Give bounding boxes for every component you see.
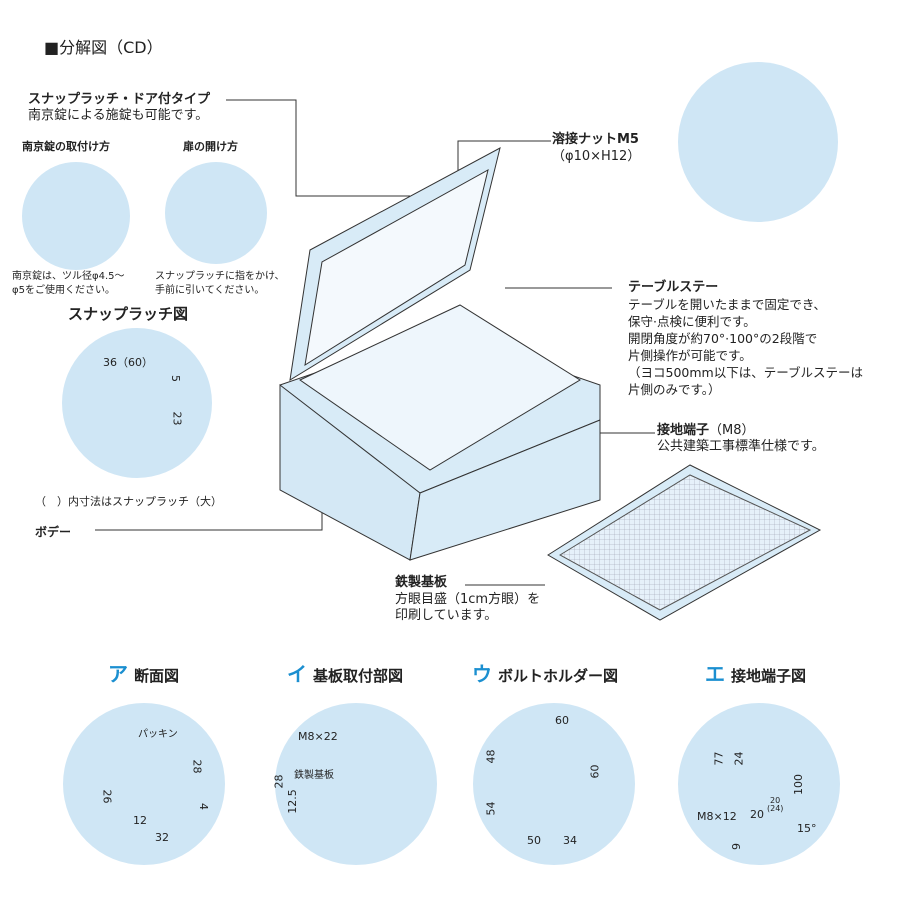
desc-line: 片側操作が可能です。 <box>628 348 752 363</box>
dim-label: 28 <box>190 759 204 774</box>
dim-label: 32 <box>155 831 169 844</box>
dim-label: 9 <box>730 843 743 850</box>
snap-latch-sub: 南京錠による施錠も可能です。 <box>28 108 209 123</box>
open-caption-1: スナップラッチに指をかけ、 <box>155 271 285 282</box>
dim-label: 77 <box>712 751 726 766</box>
lock-title: 南京錠の取付け方 <box>22 140 110 153</box>
dim-label: 26 <box>100 789 114 804</box>
dim-label: 15° <box>797 822 817 835</box>
dim-label: 鉄製基板 <box>294 770 334 781</box>
dim-label: 24 <box>732 751 746 766</box>
snap-latch-note: （ ）内寸法はスナップラッチ（大） <box>35 495 222 508</box>
table-stay-detail <box>678 62 838 222</box>
desc-line: （ヨコ500mm以下は、テーブルステーは <box>628 365 863 380</box>
detail-title-e: 接地端子図 <box>731 667 807 685</box>
table-stay-heading: テーブルステー <box>628 280 719 295</box>
ground-heading: 接地端子 <box>657 423 710 438</box>
kana-u: ウ <box>472 662 492 686</box>
lock-caption-1: 南京錠は、ツル径φ4.5～ <box>12 271 125 282</box>
table-stay-description: テーブルを開いたままで固定でき、 保守·点検に便利です。 開閉角度が約70°·1… <box>628 296 863 398</box>
weld-nut-heading: 溶接ナットM5 <box>552 132 639 147</box>
plate-line-1: 方眼目盛（1cm方眼）を <box>395 592 541 607</box>
dim-label: 12 <box>133 814 147 827</box>
dim-label: 50 <box>527 834 541 847</box>
body-label: ボデー <box>35 525 72 539</box>
plate-mount-detail <box>275 703 437 865</box>
padlock-illustration <box>22 162 130 270</box>
snap-latch-diagram <box>62 328 212 478</box>
dim-label: 54 <box>484 801 498 816</box>
open-title: 扉の開け方 <box>183 140 238 153</box>
dim-label: パッキン <box>138 729 178 740</box>
kana-e: エ <box>705 662 725 686</box>
dim-label: 34 <box>563 834 577 847</box>
kana-a: ア <box>108 662 128 686</box>
section-detail <box>63 703 225 865</box>
desc-line: 片側のみです。） <box>628 382 721 397</box>
detail-title-i: 基板取付部図 <box>313 667 404 685</box>
detail-title-u: ボルトホルダー図 <box>498 667 619 685</box>
dim-label: 60 <box>555 714 569 727</box>
snap-latch-diagram-title: スナップラッチ図 <box>68 305 189 323</box>
page-title: ■分解図（CD） <box>44 38 163 57</box>
plate-line-2: 印刷しています。 <box>395 608 498 623</box>
lock-caption-2: φ5をご使用ください。 <box>12 285 115 296</box>
bolt-holder-detail <box>473 703 635 865</box>
opening-illustration <box>165 162 267 264</box>
snap-latch-heading: スナップラッチ・ドア付タイプ <box>28 92 211 107</box>
dim-label: 20 <box>770 796 781 805</box>
open-caption-2: 手前に引いてください。 <box>155 285 265 296</box>
dim-label: 20 <box>750 808 764 821</box>
desc-line: テーブルを開いたままで固定でき、 <box>628 297 827 312</box>
plate-heading: 鉄製基板 <box>395 575 448 590</box>
dim-label: M8×22 <box>298 730 338 743</box>
dim-label: 100 <box>792 774 805 795</box>
desc-line: 保守·点検に便利です。 <box>628 314 756 329</box>
dim-label: 48 <box>484 749 498 764</box>
weld-nut-sub: （φ10×H12） <box>552 149 641 164</box>
desc-line: 開閉角度が約70°·100°の2段階で <box>628 331 818 346</box>
dim-label: 28 <box>272 774 286 789</box>
dim-label: 4 <box>197 803 210 810</box>
dim-label: 12.5 <box>285 789 299 814</box>
ground-sub: 公共建築工事標準仕様です。 <box>657 439 825 454</box>
dim-label: 60 <box>588 764 602 779</box>
dim-label: 36（60） <box>103 356 153 369</box>
dim-label: M8×12 <box>697 810 737 823</box>
ground-terminal-detail <box>678 703 840 865</box>
kana-i: イ <box>287 662 307 686</box>
ground-spec: （M8） <box>709 423 755 438</box>
detail-title-a: 断面図 <box>134 667 180 685</box>
dim-label: (24) <box>767 804 784 813</box>
